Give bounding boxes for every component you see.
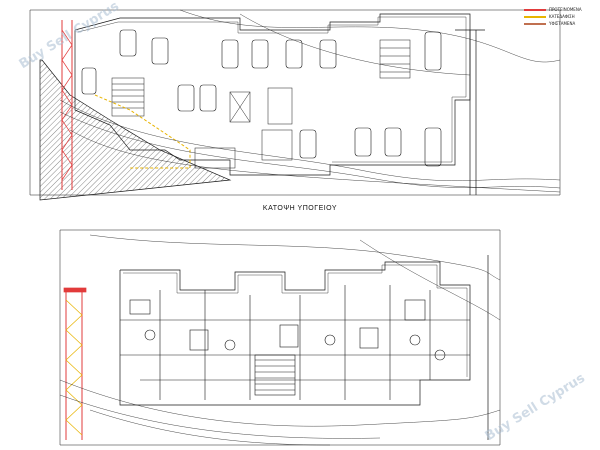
legend-swatch — [524, 15, 546, 18]
legend-label: ΚΑΤΕΔΑΦΙΣΗ — [549, 14, 575, 19]
legend-label: ΠΡΟΤΕΙΝΟΜΕΝΑ — [549, 7, 582, 12]
contour-lines-lower — [59, 234, 501, 446]
legend-swatch — [524, 8, 546, 11]
basement-plan — [29, 9, 561, 201]
legend: ΠΡΟΤΕΙΝΟΜΕΝΑ ΚΑΤΕΔΑΦΙΣΗ ΥΦΙΣΤΑΜΕΝΑ — [524, 6, 592, 27]
legend-label: ΥΦΙΣΤΑΜΕΝΑ — [549, 21, 576, 26]
legend-item: ΥΦΙΣΤΑΜΕΝΑ — [524, 20, 592, 27]
interior-walls — [120, 285, 470, 400]
legend-item: ΠΡΟΤΕΙΝΟΜΕΝΑ — [524, 6, 592, 13]
legend-swatch — [524, 22, 546, 25]
contour-lines — [59, 9, 561, 193]
legend-item: ΚΑΤΕΔΑΦΙΣΗ — [524, 13, 592, 20]
parking-cars — [81, 29, 442, 167]
basement-plan-title: ΚΑΤΟΨΗ ΥΠΟΓΕΙΟΥ — [262, 205, 338, 212]
ground-floor-plan — [59, 229, 501, 446]
